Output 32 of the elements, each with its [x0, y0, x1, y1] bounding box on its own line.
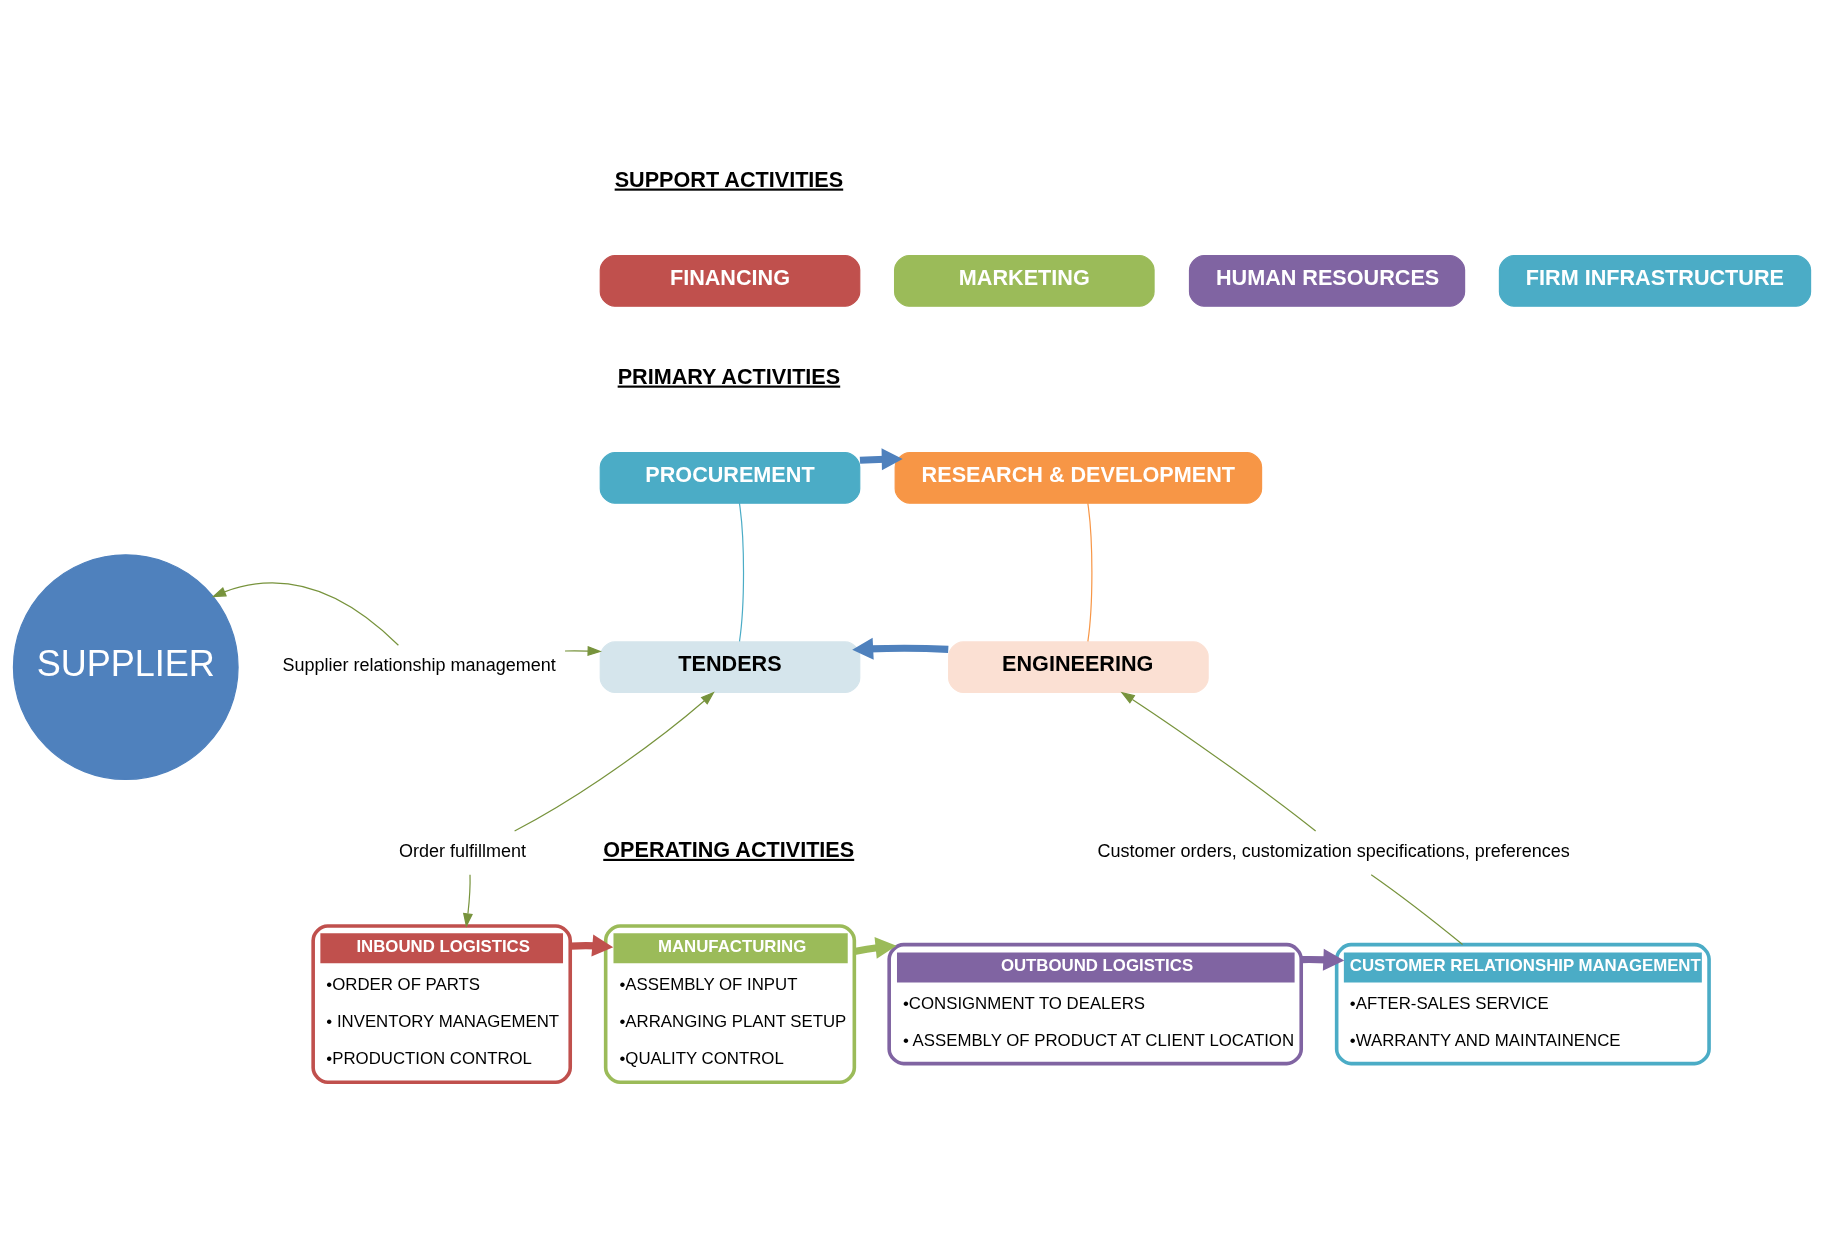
node-box: PROCUREMENT: [599, 452, 861, 504]
arrow: [859, 448, 903, 471]
node-box: MANUFACTURING •ASSEMBLY OF INPUT •ARRANGING PLANT SETUP •QUALITY CONTROL: [603, 924, 857, 1084]
node-box: TENDERS: [599, 641, 861, 693]
node-box: OUTBOUND LOGISTICS •CONSIGNMENT TO DEALERS • ASSEMBLY OF PRODUCT AT CLIENT LOCATION: [887, 942, 1303, 1066]
node-box: CUSTOMER RELATIONSHIP MANAGEMENT •AFTER-SALES SERVICE •WARRANTY AND MAINTAINENCE: [1334, 942, 1711, 1066]
arrow: [1120, 691, 1317, 832]
node-box: INBOUND LOGISTICS •ORDER OF PARTS • INVENTORY MANAGEMENT •PRODUCTION CONTROL: [311, 924, 573, 1084]
label: OPERATING ACTIVITIES: [603, 836, 855, 862]
node-text: Customer orders, customization specifications, preferences: [1097, 840, 1570, 861]
label: SUPPORT ACTIVITIES: [614, 166, 844, 192]
node-circle: SUPPLIER: [12, 554, 239, 781]
node-box: FINANCING: [599, 255, 861, 307]
node-box: HUMAN RESOURCES: [1188, 255, 1466, 307]
node-box: MARKETING: [894, 255, 1155, 307]
connector: [738, 502, 745, 642]
node-text: Order fulfillment: [399, 840, 527, 861]
label: PRIMARY ACTIVITIES: [617, 363, 841, 389]
arrow: [852, 637, 949, 660]
node-box: FIRM INFRASTRUCTURE: [1498, 255, 1812, 307]
connector: [1087, 502, 1093, 642]
node-box: RESEARCH & DEVELOPMENT: [894, 452, 1263, 504]
arrow: [853, 936, 897, 959]
connector: [1370, 874, 1464, 946]
node-text: Supplier relationship management: [282, 655, 556, 676]
arrow: [1301, 948, 1345, 971]
arrow: [570, 934, 614, 957]
arrow: [564, 646, 602, 657]
arrow: [514, 691, 715, 832]
node-box: ENGINEERING: [948, 641, 1209, 693]
arrow: [462, 874, 473, 928]
arrow: [211, 582, 399, 646]
